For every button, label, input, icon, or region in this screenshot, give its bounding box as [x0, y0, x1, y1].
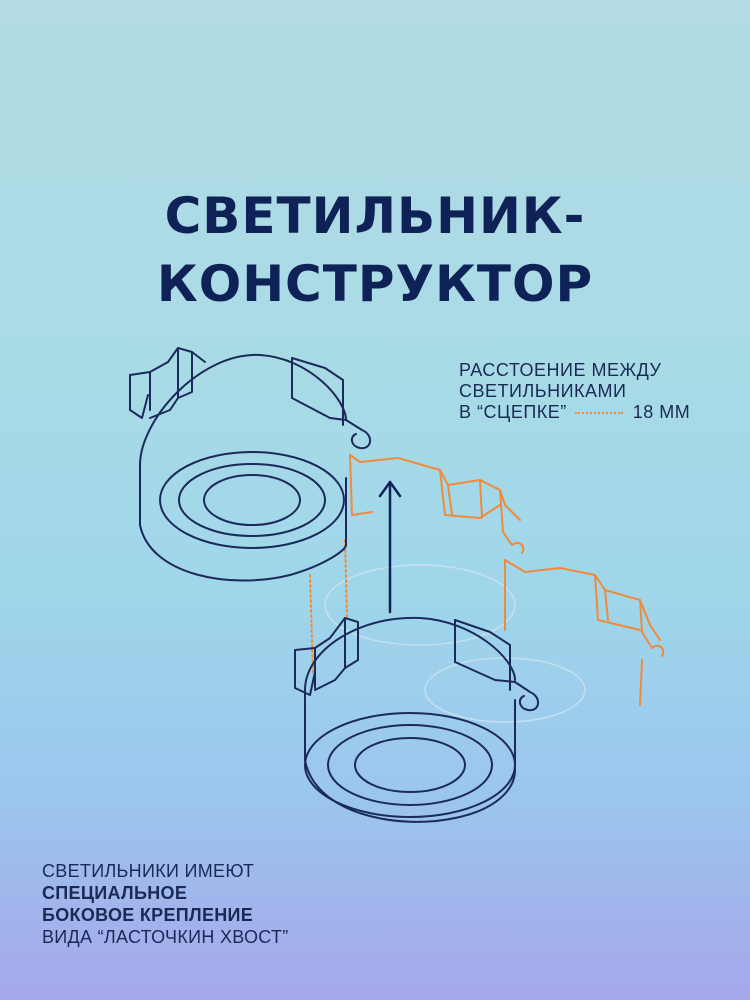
gap-dotted-lines [309, 539, 348, 673]
page-title: СВЕТИЛЬНИК- КОНСТРУКТОР [0, 182, 750, 318]
callout-line-2: СВЕТИЛЬНИКАМИ [459, 381, 627, 401]
title-line-1: СВЕТИЛЬНИК- [164, 187, 586, 245]
note-line-2: СПЕЦИАЛЬНОЕ [42, 883, 188, 903]
dotted-legend-line [574, 411, 623, 414]
distance-value: 18 ММ [632, 402, 691, 422]
lower-luminaire [294, 616, 539, 823]
upper-luminaire [129, 347, 371, 582]
assembly-arrow [378, 480, 402, 614]
distance-callout: РАССТОЕНИЕ МЕЖДУ СВЕТИЛЬНИКАМИ В “СЦЕПКЕ… [459, 360, 690, 423]
callout-line-3-row: В “СЦЕПКЕ” 18 ММ [459, 402, 690, 423]
note-line-1: СВЕТИЛЬНИКИ ИМЕЮТ [42, 861, 255, 881]
callout-line-1: РАССТОЕНИЕ МЕЖДУ [459, 360, 662, 380]
title-line-2: КОНСТРУКТОР [156, 255, 594, 313]
callout-line-3: В “СЦЕПКЕ” [459, 402, 567, 422]
fastening-note: СВЕТИЛЬНИКИ ИМЕЮТ СПЕЦИАЛЬНОЕ БОКОВОЕ КР… [42, 860, 289, 948]
neighbour-units-orange-outline [349, 454, 665, 706]
note-line-3: БОКОВОЕ КРЕПЛЕНИЕ [42, 905, 254, 925]
note-line-4: ВИДА “ЛАСТОЧКИН ХВОСТ” [42, 927, 289, 947]
